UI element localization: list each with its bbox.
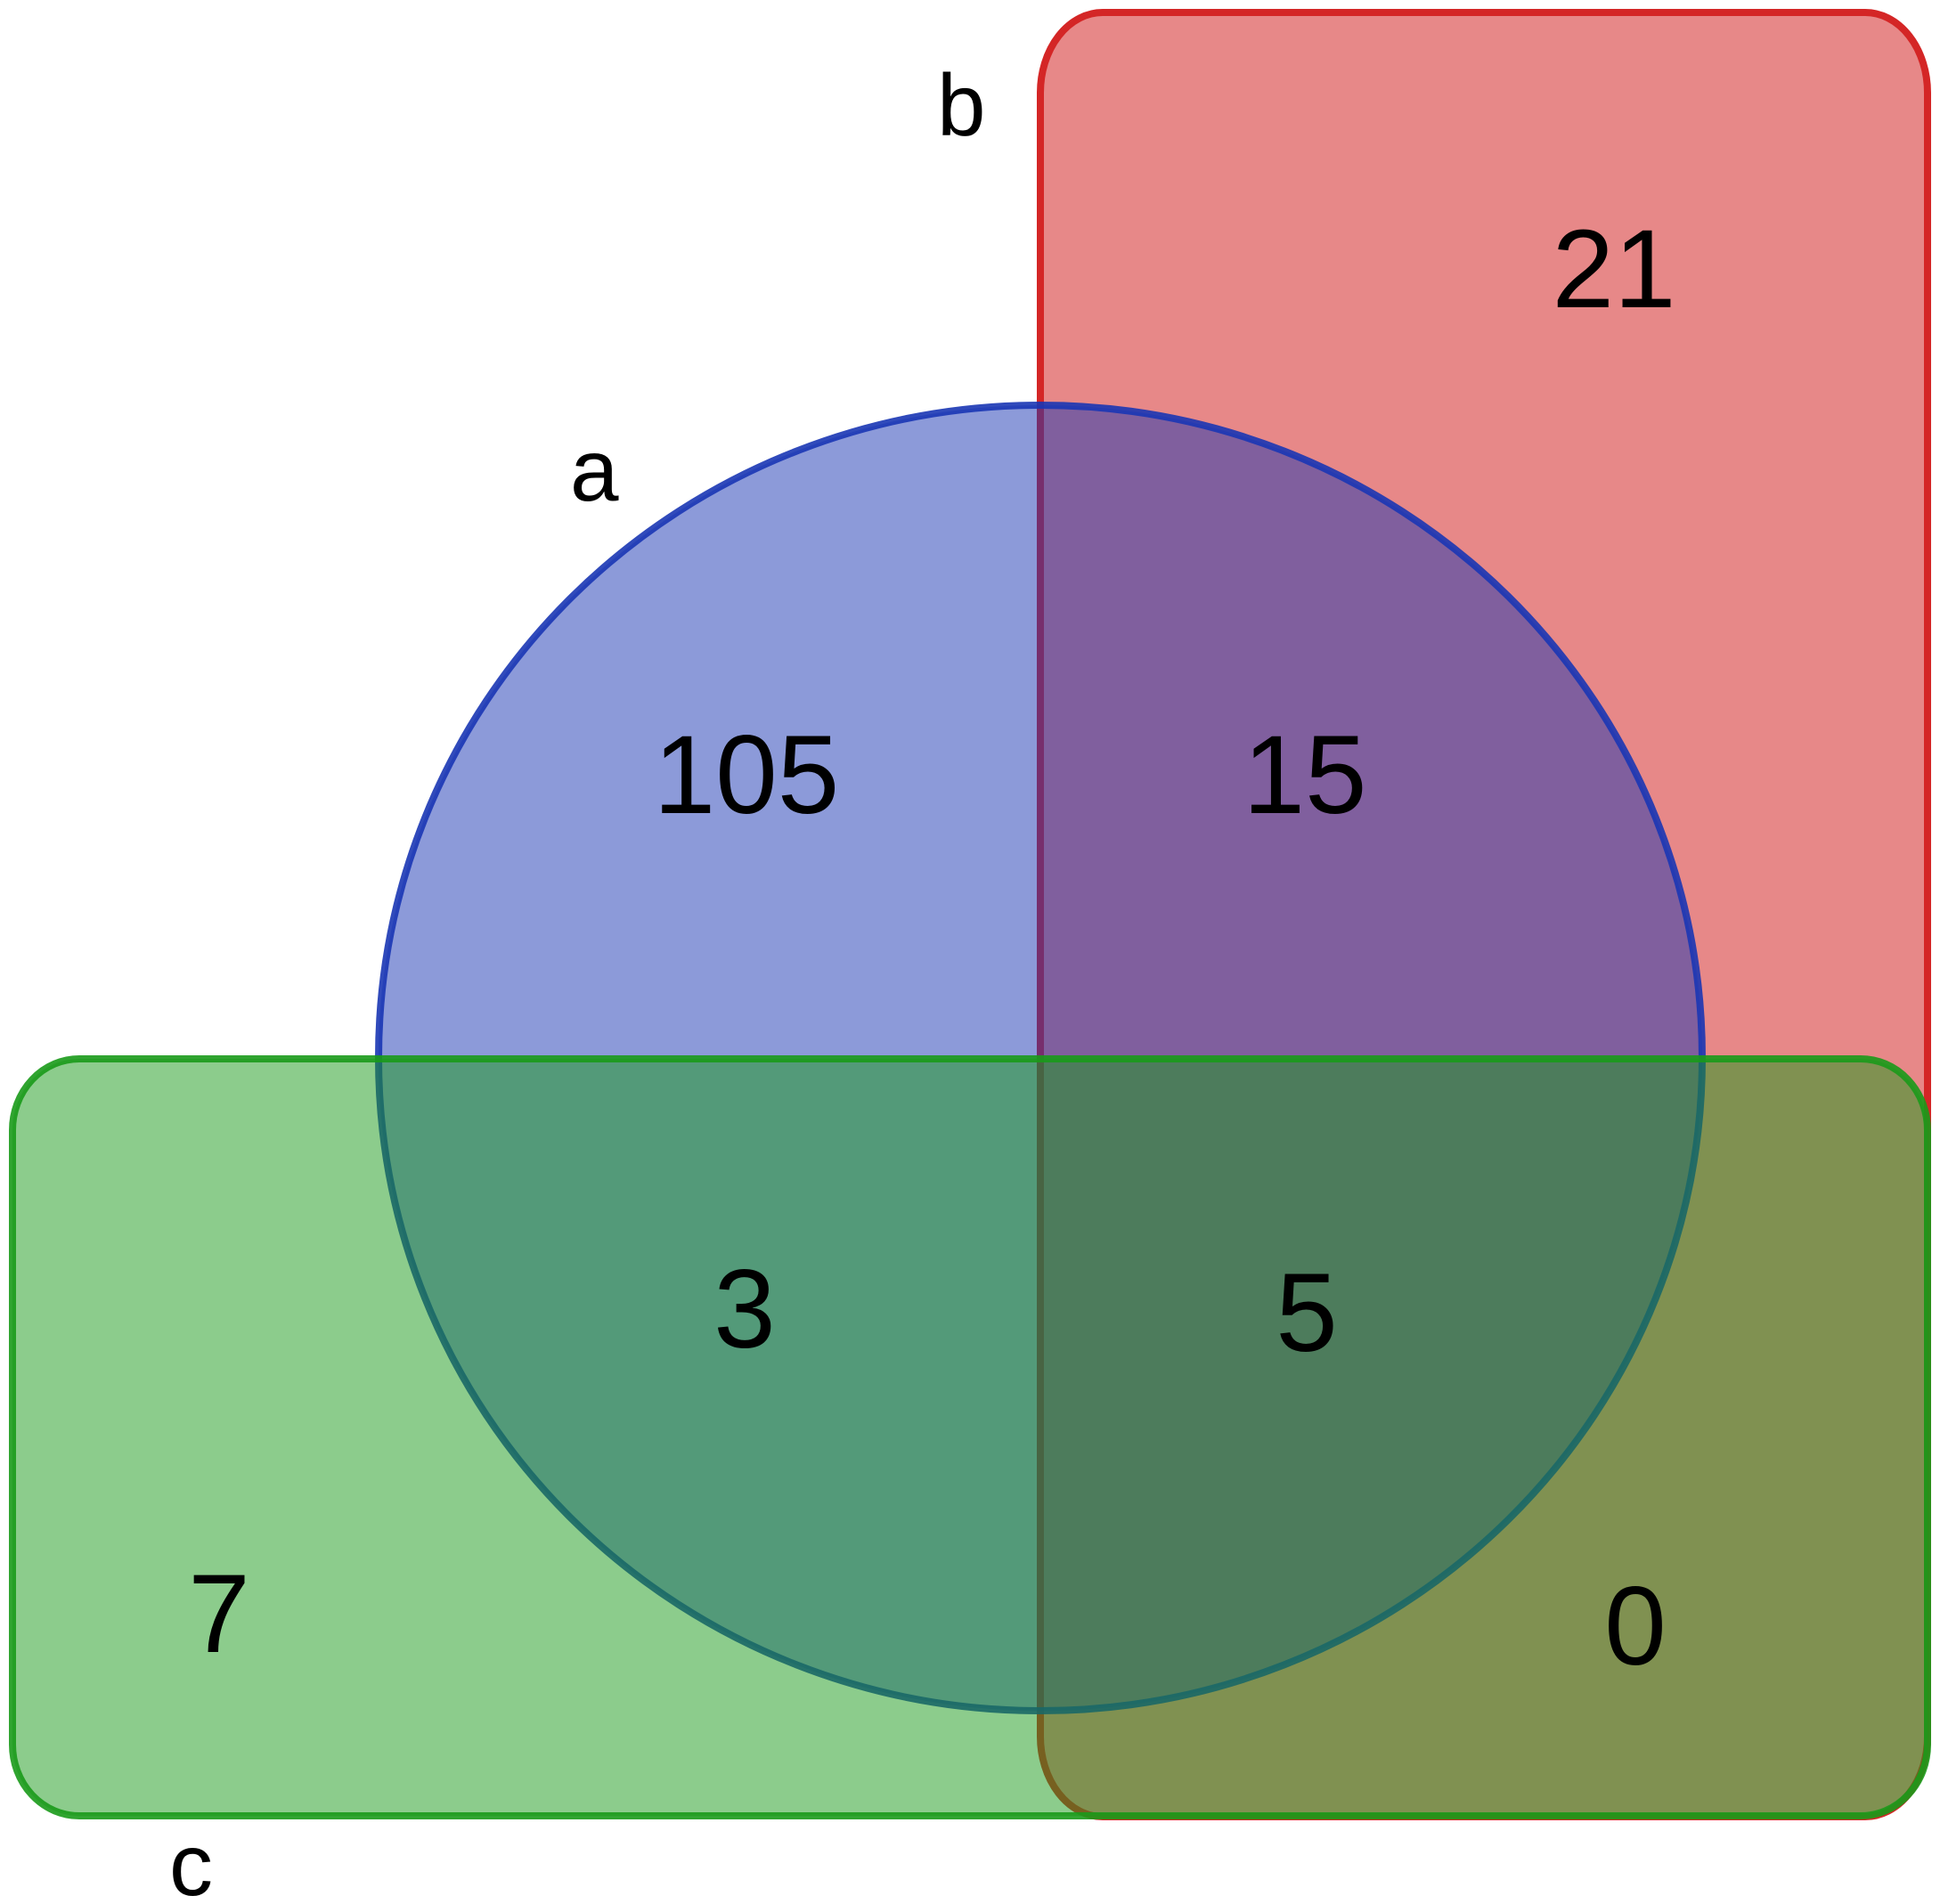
region-a-b-count: 15 xyxy=(1243,713,1366,837)
region-b-c-count: 0 xyxy=(1604,1565,1667,1688)
region-b-only-count: 21 xyxy=(1552,207,1675,331)
region-c-only-count: 7 xyxy=(188,1552,250,1676)
region-a-c-count: 3 xyxy=(713,1248,776,1371)
set-a-label: a xyxy=(570,421,619,519)
region-a-b-c-count: 5 xyxy=(1276,1251,1338,1375)
set-c-shape xyxy=(9,1055,1931,1819)
set-c-label: c xyxy=(169,1816,213,1904)
set-b-label: b xyxy=(937,56,986,154)
region-a-only-count: 105 xyxy=(654,713,840,837)
